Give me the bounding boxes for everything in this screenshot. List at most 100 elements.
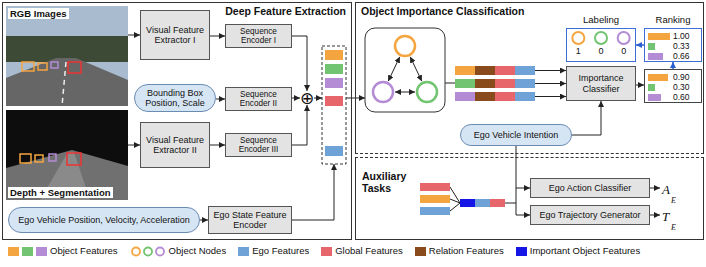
label-value: 0 bbox=[590, 46, 613, 57]
score-row: 0.60 bbox=[648, 92, 701, 102]
process-box: Visual Feature Extractor I bbox=[140, 10, 210, 60]
output-symbol-holder: A bbox=[662, 180, 670, 198]
legend-node-symbol bbox=[144, 247, 152, 255]
process-box: Visual Feature Extractor II bbox=[140, 122, 210, 168]
connector-arrow bbox=[200, 220, 208, 221]
camera-image: RGB Images bbox=[6, 6, 128, 106]
process-box: Sequence Encoder III bbox=[225, 133, 292, 157]
score-bar bbox=[648, 84, 655, 91]
process-box: Sequence Encoder II bbox=[225, 87, 292, 111]
score-rows: 0.900.300.60 bbox=[648, 72, 701, 102]
auxiliary-features bbox=[420, 183, 505, 215]
object-circles bbox=[567, 29, 635, 46]
box-label: Ego Vehicle Position, Velocity, Accelera… bbox=[15, 215, 193, 225]
legend-node-symbols bbox=[130, 246, 166, 257]
rgb-photo bbox=[6, 6, 128, 106]
box-heading: Ranking bbox=[645, 14, 701, 26]
process-box: Ego Trajectory Generator bbox=[530, 205, 650, 225]
legend: Object Features Object Nodes Ego Features G… bbox=[8, 245, 640, 257]
box-heading: Labeling bbox=[567, 14, 635, 26]
score-row: 0.33 bbox=[648, 41, 701, 51]
box-label: Ego Trajectory Generator bbox=[533, 210, 647, 220]
connector-arrow bbox=[672, 62, 674, 69]
score-bar bbox=[648, 94, 661, 101]
input-pill: Bounding Box Position, Scale bbox=[134, 84, 216, 112]
box-label: Ego Action Classifier bbox=[533, 183, 647, 193]
score-bar bbox=[648, 43, 655, 50]
input-pill: Ego Vehicle Position, Velocity, Accelera… bbox=[8, 207, 200, 233]
legend-text: Object Features bbox=[50, 245, 118, 257]
object-graph bbox=[365, 28, 445, 112]
legend-text: Object Nodes bbox=[169, 245, 227, 257]
image-caption: RGB Images bbox=[8, 8, 69, 19]
connector-arrow bbox=[216, 99, 225, 100]
legend-swatch-extra bbox=[36, 247, 47, 256]
box-label: Visual Feature Extractor I bbox=[143, 25, 207, 45]
output-symbol: T bbox=[662, 209, 669, 224]
concat-glyph: ⊕ bbox=[300, 91, 314, 105]
legend-swatch-extra bbox=[22, 247, 33, 256]
box-label: Ego State Feature Encoder bbox=[211, 210, 289, 230]
connector-arrow bbox=[636, 44, 644, 46]
legend-swatch bbox=[8, 247, 19, 256]
panel-title: Object Importance Classification bbox=[356, 3, 703, 18]
legend-swatch bbox=[238, 247, 249, 256]
process-box: Ego Action Classifier bbox=[530, 178, 650, 198]
connector-arrow bbox=[128, 35, 140, 36]
legend-text: Ego Features bbox=[252, 245, 309, 257]
depth-image bbox=[6, 110, 128, 200]
score-box: 0.900.300.60 bbox=[644, 69, 702, 103]
connector-arrow bbox=[572, 101, 601, 135]
legend-text: Relation Features bbox=[429, 245, 504, 257]
section-panel: Auxiliary TasksEgo Action ClassifierEgo … bbox=[355, 157, 704, 240]
output-symbol-holder: E bbox=[671, 216, 676, 234]
panel-title: Auxiliary Tasks bbox=[362, 170, 418, 194]
concat-symbol: ⊕ bbox=[300, 91, 314, 105]
output-symbol: A bbox=[662, 182, 670, 197]
legend-item: Ego Features bbox=[238, 245, 309, 257]
label-box: Labeling100 bbox=[566, 28, 636, 62]
box-label: Ego Vehicle Intention bbox=[467, 130, 565, 140]
output-symbol-holder: T bbox=[662, 207, 669, 225]
score-row: 0.66 bbox=[648, 51, 701, 61]
process-box: Sequence Encoder I bbox=[225, 24, 292, 48]
legend-node-symbol bbox=[132, 247, 140, 255]
bar-holder bbox=[648, 74, 673, 81]
feature-stack bbox=[322, 46, 346, 164]
bar-holder bbox=[648, 33, 673, 40]
score-bar bbox=[648, 33, 670, 40]
process-box: Importance Classifier bbox=[566, 66, 636, 101]
connector-arrow bbox=[292, 105, 307, 145]
legend-swatch bbox=[321, 247, 332, 256]
score-value: 0.60 bbox=[673, 92, 690, 102]
score-value: 0.33 bbox=[673, 41, 690, 51]
ranking-box: Ranking1.000.330.66 bbox=[644, 28, 702, 62]
label-value: 0 bbox=[612, 46, 635, 57]
legend-text: Global Features bbox=[335, 245, 403, 257]
output-symbol: E bbox=[671, 223, 676, 232]
box-label: Sequence Encoder II bbox=[228, 90, 289, 108]
label-row: 100 bbox=[567, 46, 635, 57]
connector-arrow bbox=[210, 145, 225, 146]
object-node bbox=[618, 32, 630, 44]
input-pill: Ego Vehicle Intention bbox=[460, 124, 572, 146]
score-value: 0.30 bbox=[673, 82, 690, 92]
score-bar bbox=[648, 53, 663, 60]
connector-arrow bbox=[210, 36, 225, 37]
box-label: Sequence Encoder III bbox=[228, 136, 289, 154]
box-label: Sequence Encoder I bbox=[228, 27, 289, 45]
process-box: Ego State Feature Encoder bbox=[208, 206, 292, 234]
wires bbox=[292, 71, 660, 221]
legend-swatch bbox=[415, 247, 426, 256]
depth-image: Depth + Segmentation bbox=[6, 110, 128, 200]
score-bar bbox=[648, 74, 668, 81]
connector-arrow bbox=[292, 98, 300, 99]
bar-holder bbox=[648, 94, 673, 101]
legend-node-symbol bbox=[156, 247, 164, 255]
legend-item: Relation Features bbox=[415, 245, 504, 257]
score-value: 1.00 bbox=[673, 31, 690, 41]
legend-text: Important Object Features bbox=[530, 245, 640, 257]
bar-holder bbox=[648, 43, 673, 50]
label-value: 1 bbox=[567, 46, 590, 57]
legend-item: Important Object Features bbox=[516, 245, 640, 257]
